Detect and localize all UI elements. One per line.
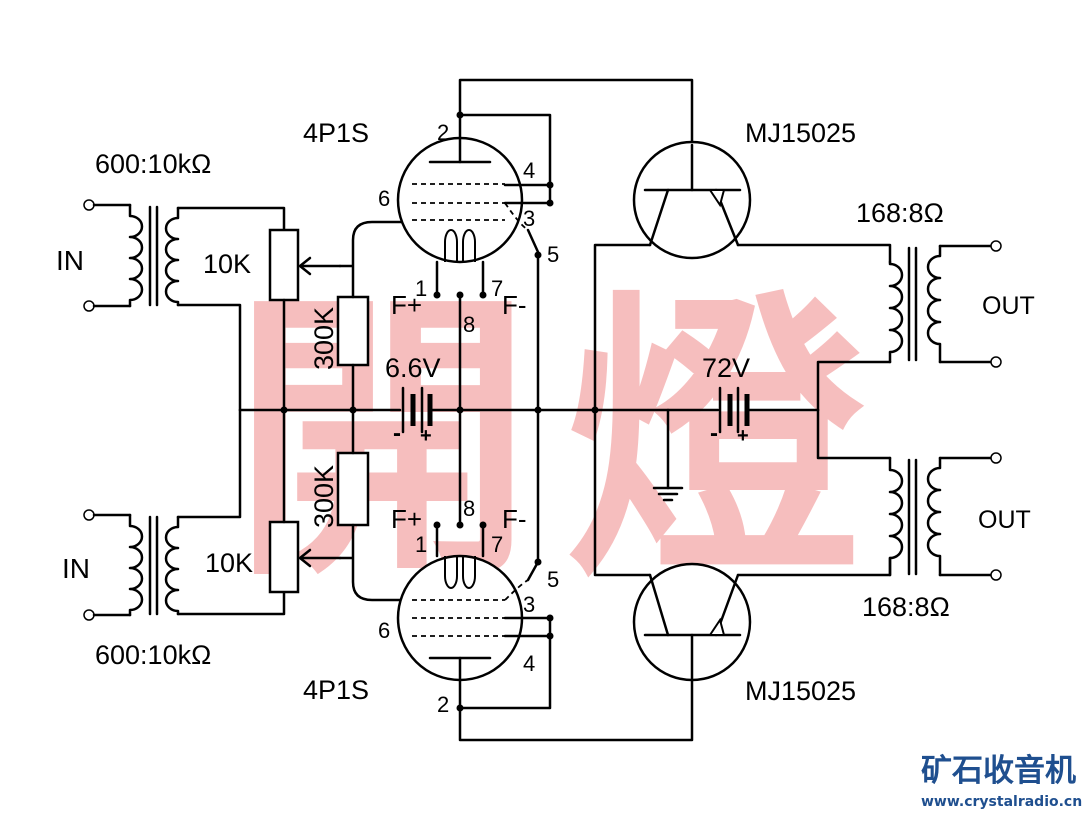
top-output-transformer: [888, 244, 942, 364]
top-pin-7: 7: [491, 276, 503, 301]
bottom-pin-5: 5: [547, 567, 559, 592]
bottom-pin-8: 8: [463, 496, 475, 521]
bottom-input-label: IN: [62, 553, 90, 584]
top-pin-6: 6: [378, 186, 390, 211]
bottom-pin-3: 3: [523, 592, 535, 617]
bottom-output-ratio-label: 168:8Ω: [862, 592, 950, 622]
bottom-pin-1: 1: [415, 532, 427, 557]
bottom-resistor-label: 300K: [309, 465, 339, 528]
top-transistor-label: MJ15025: [745, 118, 856, 148]
top-pin-1: 1: [415, 276, 427, 301]
bottom-pot-label: 10K: [205, 548, 253, 578]
top-filament-plus: F+: [391, 290, 422, 320]
bottom-input-terminal-1: [83, 509, 95, 521]
bottom-output-terminal-1: [990, 452, 1002, 464]
top-input-terminal-1: [83, 199, 95, 211]
bottom-filament-minus: F-: [502, 504, 527, 534]
bottom-channel: [83, 408, 1002, 742]
bottom-input-terminal-2: [83, 609, 95, 621]
bottom-output-label: OUT: [978, 506, 1031, 534]
top-pin-4: 4: [523, 158, 535, 183]
bottom-output-transformer: [888, 456, 942, 577]
top-pin-5: 5: [547, 242, 559, 267]
top-pot-label: 10K: [203, 249, 251, 279]
bottom-pin-6: 6: [378, 618, 390, 643]
brand-name: 矿石收音机: [921, 753, 1076, 789]
labels: 600:10kΩ IN 10K 300K 4P1S 2 4 3 6 5 1 7 …: [56, 118, 1035, 717]
bias-battery-plus: +: [420, 425, 432, 447]
supply-battery: [718, 386, 750, 434]
bottom-pin-2: 2: [437, 692, 449, 717]
top-transistor: [632, 140, 752, 260]
ground-symbol: [652, 408, 684, 502]
bias-battery-minus: -: [393, 420, 401, 447]
bottom-filament-plus: F+: [391, 504, 422, 534]
bias-battery: [401, 386, 433, 434]
top-output-label: OUT: [982, 292, 1035, 320]
top-filament-minus: F-: [502, 290, 527, 320]
top-output-ratio-label: 168:8Ω: [856, 198, 944, 228]
brand-logo: 矿石收音机 www.crystalradio.cn: [921, 753, 1082, 810]
top-transformer-ratio-label: 600:10kΩ: [95, 149, 211, 179]
bottom-pin-4: 4: [523, 651, 535, 676]
bottom-transistor: [632, 562, 752, 682]
supply-battery-voltage: 72V: [702, 353, 750, 383]
top-pin-2: 2: [437, 120, 449, 145]
bottom-pin-7: 7: [491, 532, 503, 557]
bottom-transformer-ratio-label: 600:10kΩ: [95, 640, 211, 670]
supply-battery-plus: +: [737, 425, 749, 447]
top-output-terminal-2: [990, 356, 1002, 368]
top-channel: [83, 78, 1002, 412]
brand-url: www.crystalradio.cn: [921, 794, 1082, 810]
bottom-grid-resistor: [336, 451, 370, 527]
top-input-terminal-2: [83, 300, 95, 312]
bottom-tube-type-label: 4P1S: [303, 675, 369, 705]
top-resistor-label: 300K: [309, 307, 339, 370]
bottom-output-terminal-2: [990, 569, 1002, 581]
top-tube-type-label: 4P1S: [303, 118, 369, 148]
top-output-terminal-1: [990, 240, 1002, 252]
top-pin-8: 8: [463, 312, 475, 337]
top-pin-3: 3: [523, 206, 535, 231]
top-grid-resistor: [336, 295, 370, 367]
bias-battery-voltage: 6.6V: [385, 353, 441, 383]
watermark-glyph-right: 燈: [565, 267, 865, 616]
top-input-label: IN: [56, 245, 84, 276]
top-tube: [396, 136, 529, 264]
bottom-transistor-label: MJ15025: [745, 676, 856, 706]
top-potentiometer: [268, 228, 300, 302]
top-input-transformer: [128, 203, 180, 308]
bottom-potentiometer: [268, 520, 300, 594]
bottom-input-transformer: [128, 513, 180, 617]
supply-battery-minus: -: [710, 420, 718, 447]
